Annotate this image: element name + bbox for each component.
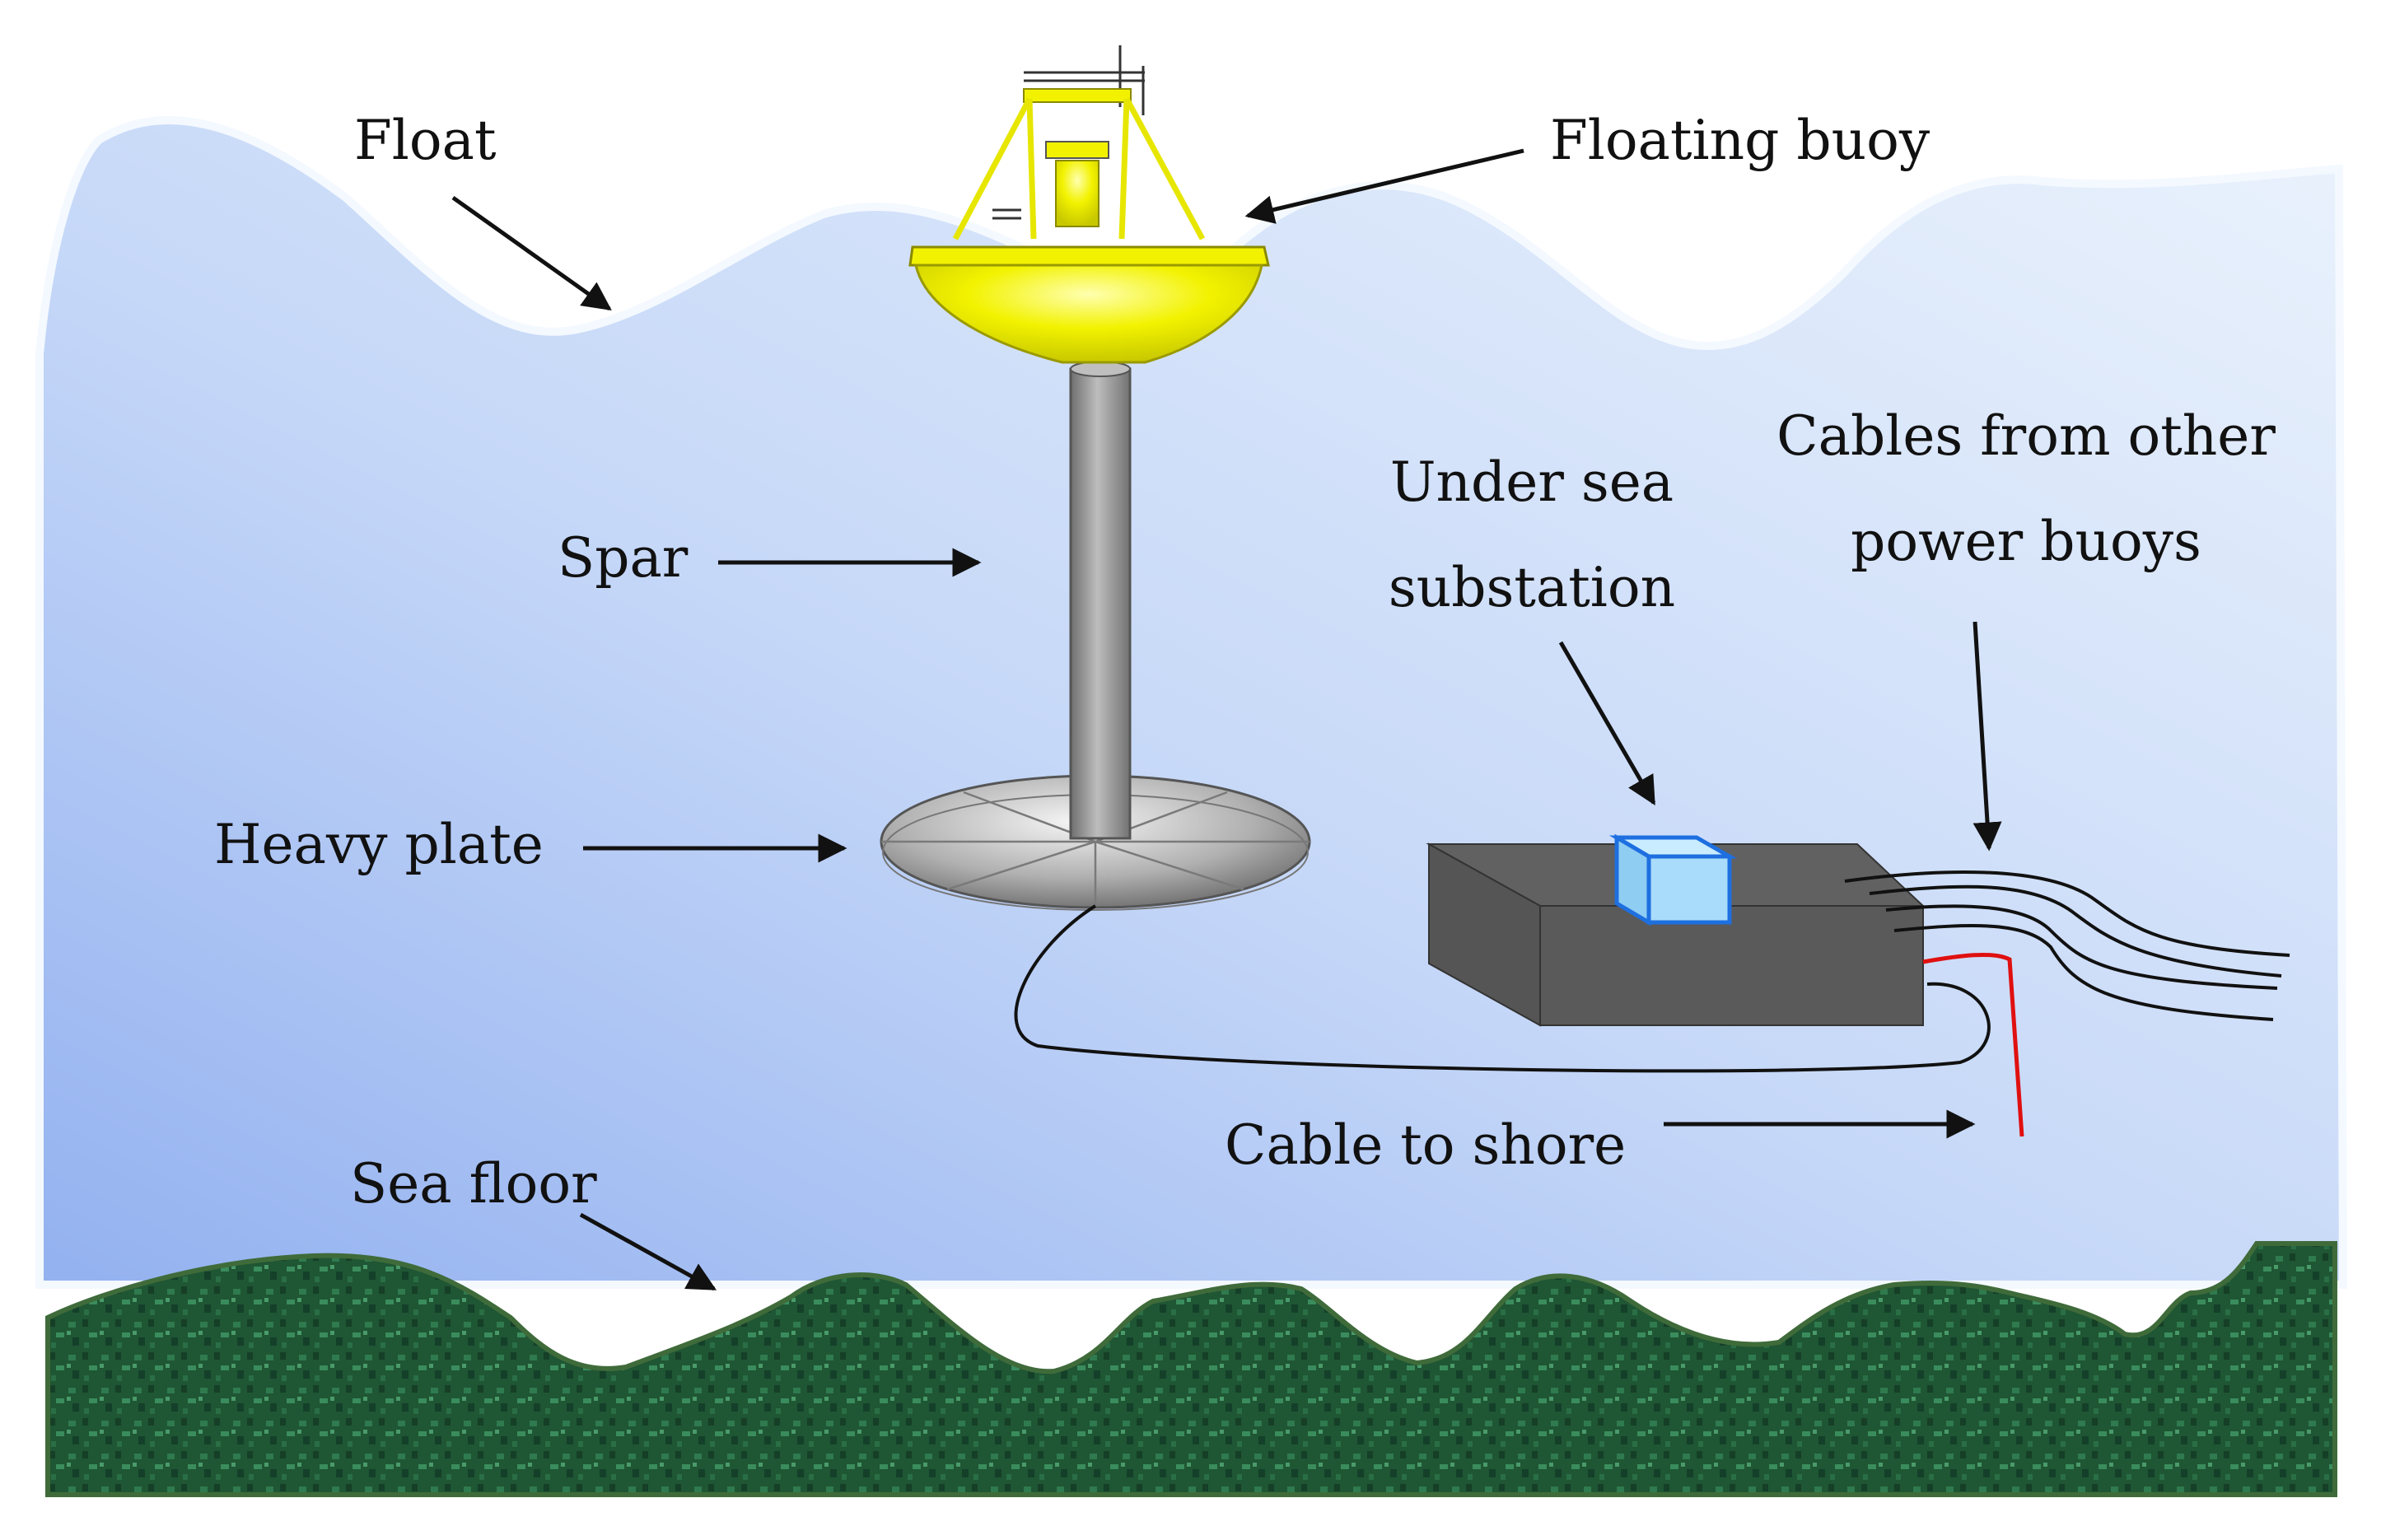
heavy-plate-label: Heavy plate xyxy=(214,813,544,876)
cables-from-other-buoys xyxy=(1844,870,2290,1021)
float-label: Float xyxy=(354,109,497,172)
sea-floor-label: Sea floor xyxy=(350,1152,597,1216)
floating-buoy-label: Floating buoy xyxy=(1550,109,1930,172)
heavy-plate-shape xyxy=(880,774,1311,911)
substation-arrow xyxy=(1558,641,1656,806)
sea-floor-terrain xyxy=(45,1241,2337,1497)
spar-column xyxy=(1069,361,1132,840)
shore-cable xyxy=(1922,952,2024,1137)
floating-buoy-shape xyxy=(908,45,1270,364)
cables-other-arrow xyxy=(1972,621,2002,852)
sea-floor-arrow xyxy=(579,1212,717,1291)
cable-to-shore-label: Cable to shore xyxy=(1225,1113,1627,1177)
label-arrows xyxy=(451,148,2002,1291)
plate-to-substation-cable xyxy=(1014,904,1991,1073)
cables-other-buoys-label: Cables from other power buoys xyxy=(1776,409,2276,569)
cables-other-line2: power buoys xyxy=(1851,510,2201,573)
under-sea-substation-label: Under sea substation xyxy=(1389,455,1675,615)
under-sea-substation-line1: Under sea xyxy=(1389,450,1674,514)
floating-buoy-arrow xyxy=(1244,148,1524,224)
float-arrow xyxy=(451,195,612,311)
under-sea-substation-line2: substation xyxy=(1388,556,1676,619)
spar-label: Spar xyxy=(558,526,689,590)
substation-block xyxy=(1426,833,1926,1027)
cables-other-line1: Cables from other xyxy=(1776,404,2276,468)
